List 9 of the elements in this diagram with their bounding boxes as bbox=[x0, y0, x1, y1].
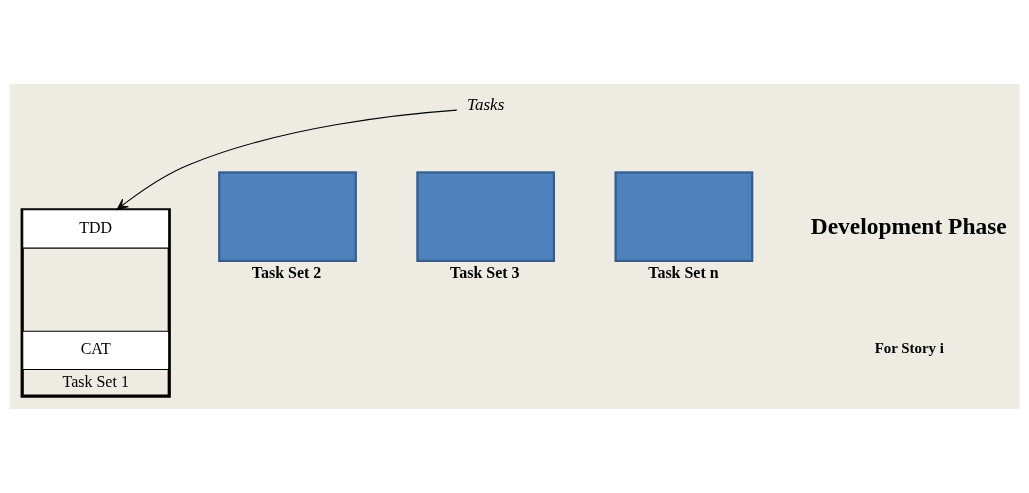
node-label: Task Set 3 bbox=[450, 263, 520, 281]
node-label: Task Set n bbox=[648, 263, 719, 281]
label: Development Phase bbox=[810, 212, 1007, 239]
node-label: Task Set 2 bbox=[251, 263, 322, 281]
node-text: Tasks bbox=[467, 95, 505, 115]
label: For Story i bbox=[874, 340, 944, 357]
arrow bbox=[116, 109, 458, 211]
node-box: TDD bbox=[22, 209, 170, 249]
node-box: CAT bbox=[22, 330, 170, 371]
